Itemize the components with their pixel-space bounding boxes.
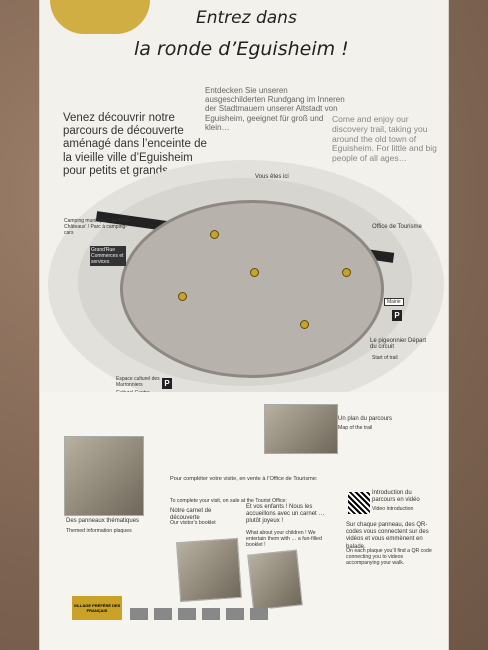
parking-icon: P [392, 310, 402, 321]
video-en: Video introduction [372, 506, 414, 512]
thematic-en: Themed information plaques [66, 528, 132, 534]
complete-en: To complete your visit, on sale at the T… [170, 498, 287, 504]
video-title: Introduction du parcours en vidéo [372, 490, 420, 504]
qr-en: On each plaque you’ll find a QR code con… [346, 548, 432, 567]
thematic-title: Des panneaux thématiques [66, 518, 140, 524]
kids-title: Et vos enfants ! Nous les accueillons av… [246, 504, 325, 525]
partner-logos [130, 608, 270, 620]
carnet-en: Our visitor’s booklet [170, 520, 216, 526]
trail-marker [300, 320, 309, 329]
complete-text: Pour compléter votre visite, en vente à … [170, 476, 318, 482]
carnet-title: Notre carnet de découverte [170, 508, 212, 522]
carnet-cover [175, 537, 243, 603]
qr-text: Sur chaque panneau, des QR-codes vous co… [346, 522, 429, 550]
town-map [120, 200, 384, 378]
trail-marker [210, 230, 219, 239]
trail-marker [178, 292, 187, 301]
title-line-1: Entrez dans [196, 8, 297, 28]
kids-booklet-cover [247, 549, 303, 611]
thematic-photo [64, 436, 144, 516]
start-label: Le pigeonnier Départ du circuit [370, 338, 427, 350]
intro-english: Come and enjoy our discovery trail, taki… [332, 114, 437, 164]
start-label-en: Start of trail [372, 355, 398, 361]
qr-code [348, 492, 370, 514]
title-line-2: la ronde d’Eguisheim ! [134, 38, 349, 60]
plan-title: Un plan du parcours [338, 416, 393, 422]
intro-german: Entdecken Sie unseren ausgeschilderten R… [205, 86, 345, 132]
kids-en: What about your children ! We entertain … [246, 530, 322, 549]
grand-rue-label: Grand'Rue Commerces et services [90, 246, 126, 266]
cultural-centre-label: Espace culturel des Marronniers [116, 376, 160, 388]
parking-icon: P [162, 378, 172, 389]
you-are-here-label: Vous êtes ici [255, 174, 289, 180]
trail-marker [250, 268, 259, 277]
tourist-office-label: Office de Tourisme [372, 224, 422, 230]
village-prefere-logo [72, 596, 122, 620]
trail-marker [342, 268, 351, 277]
intro-french: Venez découvrir notre parcours de découv… [63, 112, 207, 177]
mairie-label: Mairie [384, 298, 404, 306]
map-photo [264, 404, 338, 454]
plan-en: Map of the trail [338, 425, 373, 431]
gold-emblem [50, 0, 150, 34]
village-prefere-text: VILLAGE PRÉFÉRÉ DES FRANÇAIS [73, 603, 121, 613]
camping-label: Camping municipal 'Les Trois Châteaux' /… [64, 218, 130, 236]
